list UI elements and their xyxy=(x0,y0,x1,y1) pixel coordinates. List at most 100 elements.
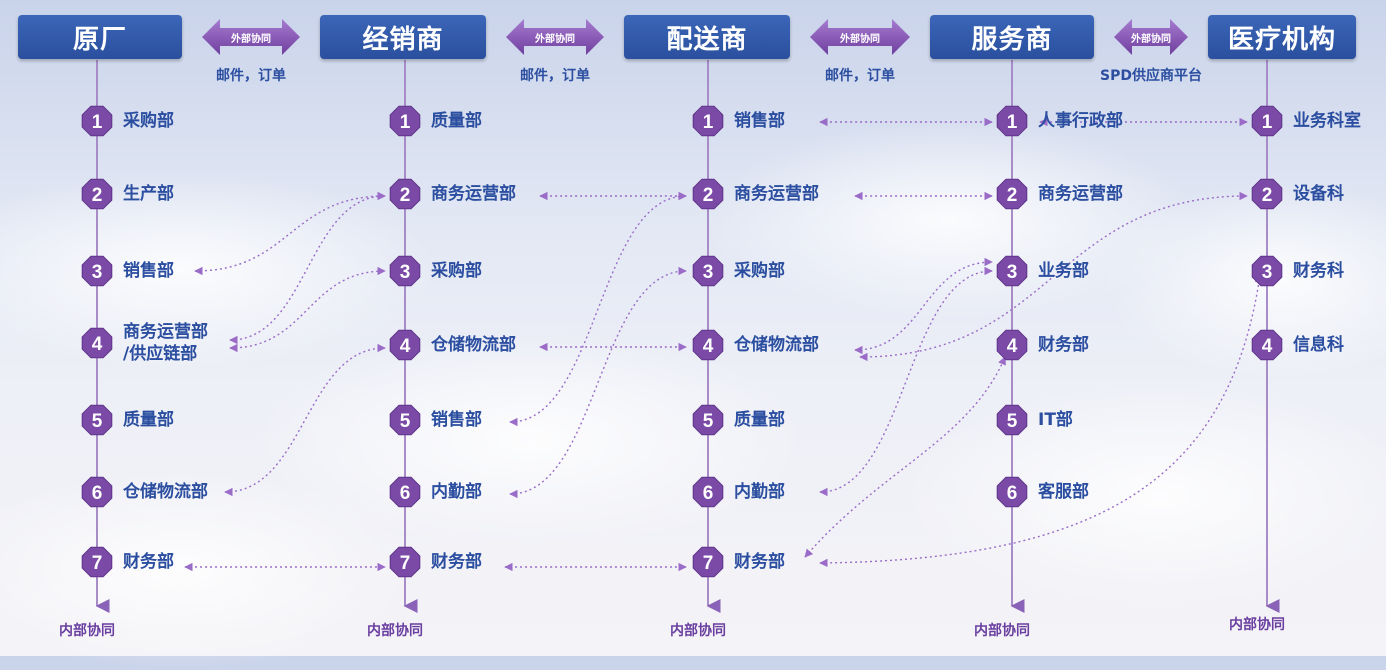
dotted-connector xyxy=(229,266,386,353)
dept-label: 财务部 xyxy=(431,552,482,572)
dept-number: 2 xyxy=(400,185,411,206)
dept-number: 4 xyxy=(1007,336,1018,357)
dept-label: 采购部 xyxy=(431,261,482,281)
dept-label: 客服部 xyxy=(1038,482,1089,502)
header-3: 服务商 xyxy=(930,15,1094,59)
dept-node: 1 xyxy=(692,105,724,137)
dept-node: 3 xyxy=(389,255,421,287)
dept-number: 1 xyxy=(400,112,411,133)
dept-number: 1 xyxy=(703,112,714,133)
dept-node: 6 xyxy=(692,476,724,508)
dept-label: 质量部 xyxy=(734,410,785,430)
dept-number: 3 xyxy=(703,262,714,283)
dept-node: 1 xyxy=(389,105,421,137)
dept-node: 2 xyxy=(692,178,724,210)
dept-number: 6 xyxy=(92,483,103,504)
dept-node: 4 xyxy=(81,327,113,359)
dotted-connector xyxy=(509,266,687,499)
dept-number: 2 xyxy=(1262,185,1273,206)
dept-number: 4 xyxy=(400,336,411,357)
dept-label: 销售部 xyxy=(123,261,174,281)
dept-node: 1 xyxy=(1251,105,1283,137)
dept-number: 2 xyxy=(1007,185,1018,206)
dept-label: 销售部 xyxy=(431,410,482,430)
external-arrow xyxy=(506,19,604,55)
dept-node: 3 xyxy=(996,255,1028,287)
dept-number: 4 xyxy=(703,336,714,357)
header-0: 原厂 xyxy=(18,15,182,59)
dept-number: 1 xyxy=(1007,112,1018,133)
dept-node: 7 xyxy=(692,546,724,578)
dept-node: 4 xyxy=(996,329,1028,361)
external-arrow-label: 外部协同 xyxy=(535,34,575,45)
dept-node: 2 xyxy=(996,178,1028,210)
external-caption: 邮件，订单 xyxy=(825,68,895,84)
external-caption: SPD供应商平台 xyxy=(1100,68,1202,84)
header-4: 医疗机构 xyxy=(1208,15,1356,59)
dept-label: 财务科 xyxy=(1293,261,1344,281)
dept-node: 5 xyxy=(389,404,421,436)
dept-number: 2 xyxy=(703,185,714,206)
dept-number: 5 xyxy=(400,411,411,432)
dept-label: 人事行政部 xyxy=(1038,111,1123,131)
dotted-connector xyxy=(819,266,993,497)
internal-collab-label: 内部协同 xyxy=(367,623,423,639)
dept-label: 财务部 xyxy=(734,552,785,572)
dept-node: 3 xyxy=(1251,255,1283,287)
dept-number: 7 xyxy=(92,553,103,574)
external-arrow-label: 外部协同 xyxy=(1131,34,1171,45)
dept-label: 仓储物流部 xyxy=(734,335,819,355)
header-2: 配送商 xyxy=(624,15,790,59)
external-caption: 邮件，订单 xyxy=(216,68,286,84)
dept-node: 1 xyxy=(996,105,1028,137)
dept-node: 4 xyxy=(1251,329,1283,361)
dotted-connector xyxy=(224,343,386,497)
dept-node: 1 xyxy=(81,105,113,137)
dept-node: 2 xyxy=(81,178,113,210)
dept-label: 仓储物流部 xyxy=(431,335,516,355)
dept-node: 5 xyxy=(692,404,724,436)
dept-label: 质量部 xyxy=(123,410,174,430)
internal-collab-label: 内部协同 xyxy=(59,623,115,639)
internal-collab-label: 内部协同 xyxy=(974,623,1030,639)
external-caption: 邮件，订单 xyxy=(520,68,590,84)
dept-number: 7 xyxy=(703,553,714,574)
dept-label: 质量部 xyxy=(431,111,482,131)
dept-node: 2 xyxy=(389,178,421,210)
dept-number: 6 xyxy=(400,483,411,504)
dotted-connector xyxy=(804,356,1006,558)
dept-number: 3 xyxy=(1007,262,1018,283)
dept-number: 5 xyxy=(92,411,103,432)
dept-node: 4 xyxy=(389,329,421,361)
dept-label: 销售部 xyxy=(734,111,785,131)
external-arrow-label: 外部协同 xyxy=(231,34,271,45)
dept-number: 3 xyxy=(400,262,411,283)
dept-node: 6 xyxy=(81,476,113,508)
external-arrow-label: 外部协同 xyxy=(840,34,880,45)
dept-number: 2 xyxy=(92,185,103,206)
dept-label: 财务部 xyxy=(1038,335,1089,355)
dept-number: 3 xyxy=(92,262,103,283)
dept-label: 仓储物流部 xyxy=(123,482,208,502)
header-1: 经销商 xyxy=(320,15,486,59)
dept-label: 设备科 xyxy=(1293,184,1344,204)
dept-label: 采购部 xyxy=(734,261,785,281)
dept-label: 生产部 xyxy=(123,184,174,204)
dept-node: 7 xyxy=(81,546,113,578)
dept-node: 6 xyxy=(996,476,1028,508)
external-arrow xyxy=(810,19,910,55)
dept-label: 商务运营部 xyxy=(1038,184,1123,204)
dept-label: 内勤部 xyxy=(431,482,482,502)
dept-number: 3 xyxy=(1262,262,1273,283)
dept-node: 3 xyxy=(692,255,724,287)
dept-label: 商务运营部 xyxy=(431,184,516,204)
external-arrow xyxy=(1114,19,1188,55)
dept-number: 6 xyxy=(703,483,714,504)
dept-number: 1 xyxy=(1262,112,1273,133)
dept-label: 商务运营部 /供应链部 xyxy=(123,322,208,364)
dotted-connector xyxy=(229,191,386,345)
dept-node: 3 xyxy=(81,255,113,287)
dept-node: 2 xyxy=(1251,178,1283,210)
dept-label: 业务部 xyxy=(1038,261,1089,281)
